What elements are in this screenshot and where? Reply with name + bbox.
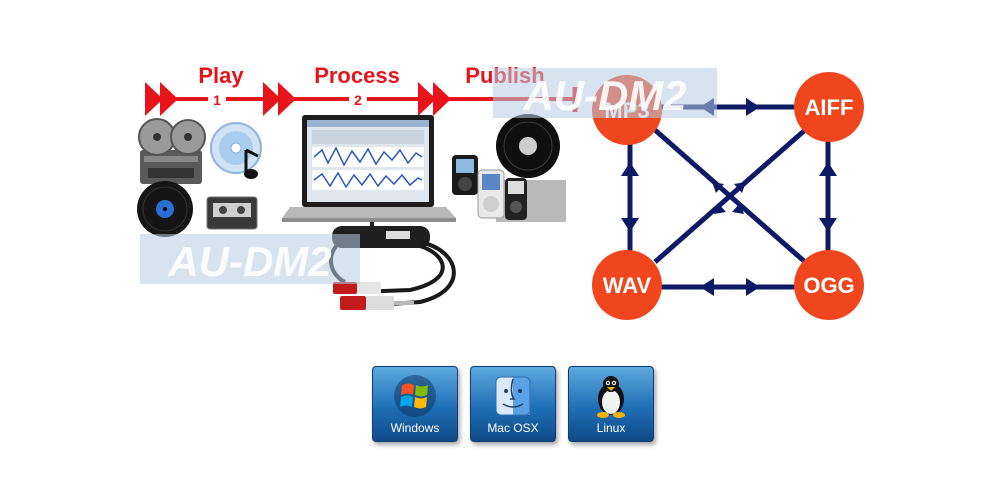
chevron-arrow-icon-2	[263, 82, 296, 116]
step-number-1: 1	[213, 92, 221, 108]
os-label-windows: Windows	[390, 421, 440, 435]
step-label-process: Process	[314, 63, 400, 88]
os-tile-mac: Mac OSX	[470, 366, 556, 442]
linux-tux-icon	[597, 376, 625, 418]
os-label-linux: Linux	[596, 421, 626, 435]
node-ogg	[794, 250, 864, 320]
node-wav	[592, 250, 662, 320]
chevron-arrow-icon-1	[145, 82, 178, 116]
windows-logo-icon	[394, 375, 436, 417]
os-label-mac: Mac OSX	[487, 421, 539, 435]
watermark-text-top: AU-DM2	[522, 72, 686, 119]
media-devices-icon	[452, 114, 566, 222]
os-tile-linux: Linux	[568, 366, 654, 442]
edge-aiff-wav	[653, 128, 807, 264]
watermark-text-left: AU-DM2	[167, 238, 331, 285]
watermark-box-left	[140, 234, 360, 284]
node-label-wav: WAV	[603, 273, 652, 298]
node-label-aiff: AIFF	[805, 95, 854, 120]
node-label-ogg: OGG	[803, 273, 854, 298]
vinyl-record-icon	[137, 181, 193, 237]
watermark-box-top	[493, 68, 717, 118]
step-number-2: 2	[354, 92, 362, 108]
node-aiff	[794, 72, 864, 142]
laptop-icon	[282, 115, 456, 222]
tape-deck-icon	[138, 118, 206, 184]
chevron-arrow-icon-3	[418, 82, 451, 116]
cassette-tape-icon	[206, 196, 258, 230]
step-label-play: Play	[198, 63, 244, 88]
cd-music-icon	[210, 122, 262, 179]
mac-finder-icon	[495, 376, 531, 416]
os-tile-windows: Windows	[372, 366, 458, 442]
